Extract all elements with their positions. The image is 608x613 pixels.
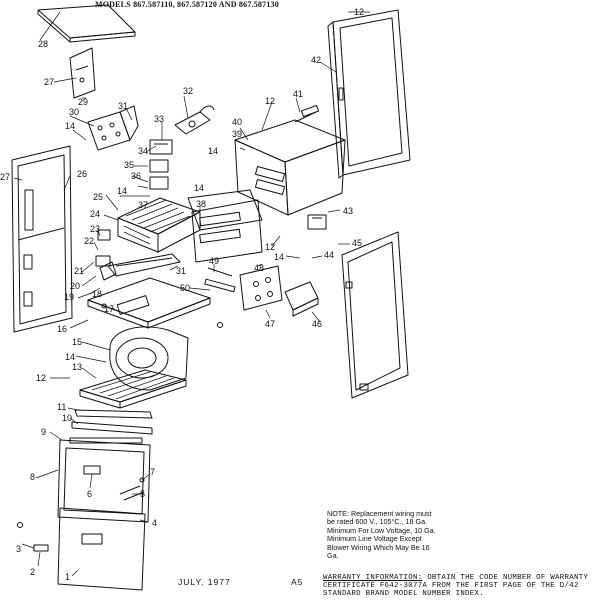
heating-element-assembly bbox=[117, 197, 201, 253]
terminal-strip bbox=[107, 253, 181, 277]
footer-date: JULY, 1977 bbox=[178, 577, 231, 587]
callout-29: 29 bbox=[78, 97, 89, 107]
callout-1: 1 bbox=[65, 572, 71, 582]
vestibule-box bbox=[234, 104, 346, 216]
callout-42: 42 bbox=[311, 55, 322, 65]
callout-34: 34 bbox=[138, 146, 149, 156]
callout-23: 23 bbox=[90, 224, 101, 234]
hinge-and-clip bbox=[17, 522, 49, 552]
callout-49: 49 bbox=[209, 256, 220, 266]
callout-19: 19 bbox=[64, 292, 75, 302]
sensor-rods bbox=[204, 267, 236, 328]
air-filter bbox=[79, 369, 187, 409]
callout-15: 15 bbox=[72, 337, 83, 347]
callout-5: 5 bbox=[140, 489, 146, 499]
callout-33: 33 bbox=[154, 114, 165, 124]
right-side-panel bbox=[341, 231, 409, 399]
callout-3: 3 bbox=[16, 544, 22, 554]
blower-deck bbox=[87, 277, 211, 329]
limit-switch bbox=[174, 105, 215, 135]
callout-27: 27 bbox=[44, 77, 55, 87]
warranty-title: WARRANTY INFORMATION: bbox=[323, 574, 423, 582]
callout-24: 24 bbox=[90, 209, 101, 219]
callout-12: 12 bbox=[36, 373, 47, 383]
callout-32: 32 bbox=[183, 86, 194, 96]
footer-page-code: A5 bbox=[291, 577, 304, 587]
callout-40: 40 bbox=[232, 117, 243, 127]
callout-12: 12 bbox=[354, 7, 365, 17]
callout-14: 14 bbox=[208, 146, 219, 156]
callout-50: 50 bbox=[180, 283, 191, 293]
callout-14: 14 bbox=[117, 186, 128, 196]
transformer-controls bbox=[95, 229, 117, 281]
callout-37: 37 bbox=[138, 200, 149, 210]
callout-38: 38 bbox=[196, 199, 207, 209]
callout-11: 11 bbox=[57, 402, 67, 412]
bottom-front-door bbox=[57, 507, 146, 591]
callout-48: 48 bbox=[254, 263, 265, 273]
control-board bbox=[87, 105, 139, 151]
wiring-note: NOTE: Replacement wiring must be rated 6… bbox=[327, 509, 436, 561]
callout-30: 30 bbox=[69, 107, 80, 117]
junction-box bbox=[307, 214, 327, 230]
blower-housing bbox=[109, 326, 189, 391]
callout-13: 13 bbox=[72, 362, 83, 372]
relay-35-36 bbox=[149, 159, 169, 190]
mounting-bracket bbox=[69, 47, 96, 99]
callout-16: 16 bbox=[57, 324, 68, 334]
callout-41: 41 bbox=[293, 89, 304, 99]
callout-10: 10 bbox=[62, 413, 73, 423]
callout-18: 18 bbox=[92, 289, 103, 299]
callout-20: 20 bbox=[70, 281, 81, 291]
warranty-body: OBTAIN THE CODE NUMBER OF WARRANTY CERTI… bbox=[323, 574, 589, 599]
callout-7: 7 bbox=[150, 467, 156, 477]
screw-set bbox=[119, 477, 145, 501]
callout-46: 46 bbox=[312, 319, 323, 329]
callout-22: 22 bbox=[84, 236, 95, 246]
callout-39: 39 bbox=[232, 129, 243, 139]
top-cover-panel bbox=[37, 4, 136, 43]
callout-26: 26 bbox=[77, 169, 88, 179]
callout-8: 8 bbox=[30, 472, 36, 482]
callout-14: 14 bbox=[65, 352, 76, 362]
callout-21: 21 bbox=[74, 266, 85, 276]
callout-27: 27 bbox=[0, 172, 11, 182]
lower-front-panel bbox=[57, 437, 151, 523]
callout-36: 36 bbox=[131, 171, 142, 181]
callout-4: 4 bbox=[152, 518, 158, 528]
callout-14: 14 bbox=[194, 183, 205, 193]
bracket-46 bbox=[284, 281, 319, 317]
leader-lines bbox=[13, 11, 370, 577]
callout-28: 28 bbox=[38, 39, 49, 49]
callout-2: 2 bbox=[30, 567, 36, 577]
warranty-information: WARRANTY INFORMATION: OBTAIN THE CODE NU… bbox=[323, 574, 605, 599]
heater-frame bbox=[187, 189, 263, 263]
callout-14: 14 bbox=[274, 252, 285, 262]
upper-access-door bbox=[327, 9, 411, 179]
callout-25: 25 bbox=[93, 192, 104, 202]
left-side-panel bbox=[11, 145, 73, 333]
callout-44: 44 bbox=[324, 250, 335, 260]
relay-33 bbox=[149, 139, 173, 155]
models-header: MODELS 867.587110, 867.587120 AND 867.58… bbox=[95, 0, 279, 9]
callout-31: 31 bbox=[118, 101, 129, 111]
callout-12: 12 bbox=[265, 242, 276, 252]
callout-47: 47 bbox=[265, 319, 276, 329]
relay-panel bbox=[239, 265, 283, 311]
callout-14: 14 bbox=[65, 121, 76, 131]
callout-31: 31 bbox=[176, 266, 187, 276]
base-rails bbox=[71, 409, 153, 435]
callout-35: 35 bbox=[124, 160, 135, 170]
callout-12: 12 bbox=[265, 96, 276, 106]
callout-43: 43 bbox=[343, 206, 354, 216]
callout-45: 45 bbox=[352, 238, 363, 248]
callout-9: 9 bbox=[41, 427, 47, 437]
callout-17: 17 bbox=[104, 304, 115, 314]
callout-6: 6 bbox=[87, 489, 93, 499]
